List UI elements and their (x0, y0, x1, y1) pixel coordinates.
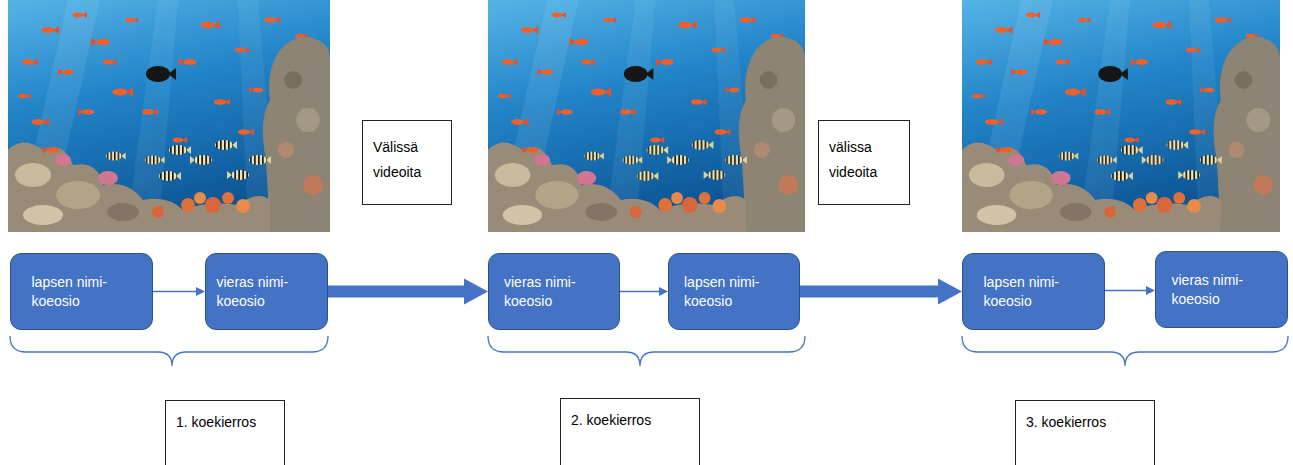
block-arrow (328, 279, 488, 305)
box-text: Välissä videoita (373, 135, 441, 184)
task-box: lapsen nimi-koeosio (10, 253, 153, 330)
flow-arrow (620, 287, 668, 296)
block-arrow (800, 279, 962, 305)
task-box: vieras nimi-koeosio (1155, 251, 1288, 328)
arrow-head (196, 287, 205, 296)
box-text: lapsen nimi-koeosio (984, 273, 1084, 311)
box-text: 2. koekierros (571, 411, 651, 430)
interval-note: välissa videoita (818, 120, 910, 205)
task-box: vieras nimi-koeosio (488, 253, 620, 330)
box-text: 1. koekierros (176, 413, 256, 432)
box-text: lapsen nimi-koeosio (32, 273, 132, 311)
task-box: lapsen nimi-koeosio (668, 253, 800, 330)
arrow-line (1105, 290, 1147, 292)
round-bracket (10, 336, 1288, 366)
arrow-line (153, 291, 197, 293)
round-label: 2. koekierros (560, 398, 700, 465)
round-label: 1. koekierros (165, 400, 285, 465)
box-text: vieras nimi-koeosio (1172, 271, 1272, 309)
arrow-line (620, 291, 660, 293)
box-text: lapsen nimi-koeosio (684, 273, 784, 311)
box-text: 3. koekierros (1026, 413, 1106, 432)
box-text: vieras nimi-koeosio (217, 273, 317, 311)
box-text: vieras nimi-koeosio (504, 273, 604, 311)
flow-arrow (800, 279, 962, 305)
round-label: 3. koekierros (1015, 400, 1155, 465)
flow-arrow (328, 279, 488, 305)
flow-arrow (153, 287, 205, 296)
arrow-head (1146, 286, 1155, 295)
interval-note: Välissä videoita (362, 120, 452, 205)
arrow-head (659, 287, 668, 296)
task-box: lapsen nimi-koeosio (962, 253, 1105, 330)
flow-arrow (1105, 286, 1155, 295)
box-text: välissa videoita (829, 135, 899, 184)
task-box: vieras nimi-koeosio (205, 253, 328, 330)
